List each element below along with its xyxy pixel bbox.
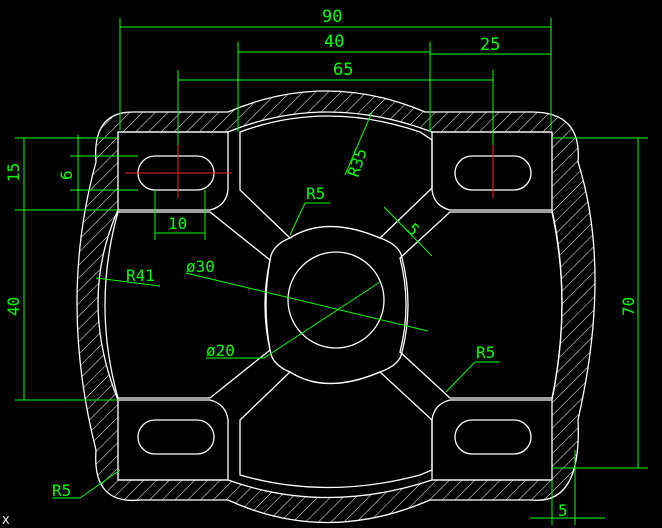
- dim-left-height: 40: [4, 297, 23, 316]
- dim-right-height: 70: [619, 297, 638, 316]
- callout-dia20: ø20: [206, 341, 235, 360]
- dim-slot-length: 10: [168, 214, 187, 233]
- slot-bottom-left: [137, 419, 215, 455]
- dim-slot-pitch: 65: [333, 60, 353, 80]
- dim-overall-width: 90: [322, 7, 342, 27]
- dimension-lines: [15, 18, 648, 525]
- hub-outline: [264, 225, 409, 385]
- top-left-pad: [118, 131, 229, 211]
- bottom-left-pad: [118, 399, 229, 481]
- part-body: [76, 90, 596, 524]
- left-pocket: [104, 211, 271, 399]
- dim-center-span: 40: [324, 32, 344, 52]
- dim-left-slot-height: 15: [4, 163, 23, 182]
- dim-right-offset: 25: [480, 35, 500, 55]
- right-pocket: [399, 211, 563, 399]
- callout-r35: R35: [344, 146, 371, 179]
- center-lines: [125, 145, 494, 198]
- dim-slot-width: 6: [57, 170, 76, 180]
- callout-r5-bottom: R5: [52, 481, 71, 500]
- top-pocket: [239, 115, 433, 239]
- inner-contour: [97, 111, 563, 499]
- bottom-right-pad: [431, 399, 552, 481]
- top-right-pad: [431, 131, 552, 211]
- outer-contour: [76, 90, 596, 524]
- center-bore: [287, 251, 385, 349]
- callout-r5-top: R5: [306, 184, 325, 203]
- bottom-pocket: [239, 371, 433, 489]
- dim-bottom-offset: 5: [558, 501, 568, 520]
- callout-r41: R41: [126, 266, 155, 285]
- corner-marker: X: [2, 514, 10, 527]
- slot-bottom-right: [454, 419, 532, 455]
- callout-r5-right: R5: [476, 343, 495, 362]
- callout-dia30: ø30: [186, 257, 215, 276]
